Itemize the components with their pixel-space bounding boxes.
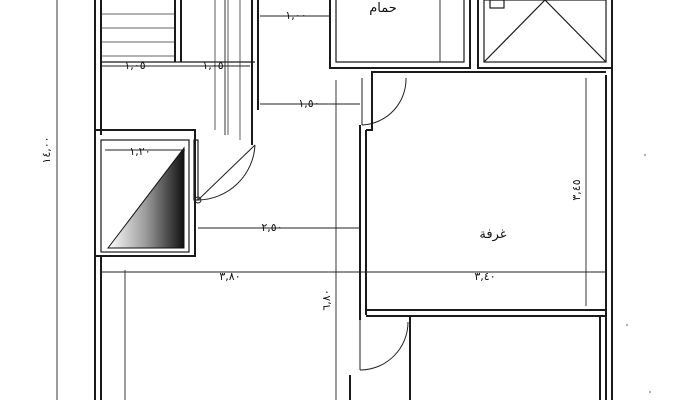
elevator-enclosure	[94, 129, 196, 257]
doors	[194, 77, 409, 371]
elevator-hatch	[106, 146, 185, 249]
dim-right-span: ٣,٤٠	[474, 270, 495, 283]
dim-center-height: ٦,٨٠	[320, 289, 333, 310]
dim-total-height: ١٤,٠٠	[40, 136, 53, 163]
dim-corridor: ١,٥٠	[298, 97, 319, 110]
bathroom	[329, 0, 471, 69]
bathroom-walls	[329, 0, 471, 69]
lower-door-swing	[359, 321, 409, 371]
bathroom-label: حمام	[369, 1, 397, 16]
shaft-walls	[477, 0, 612, 69]
interior-walls	[349, 71, 606, 400]
dim-room-height: ٣,٤٥	[570, 179, 583, 200]
elevator-shaft	[94, 129, 199, 257]
dim-lift-width: ١,٢٠	[129, 145, 150, 158]
dimension-lines	[56, 0, 606, 400]
dim-top: ١,٠٠	[285, 9, 306, 22]
dim-hall-width: ٢,٥٠	[261, 221, 282, 234]
dim-stair-right: ١,٠٥	[202, 59, 223, 72]
stair-door-swing	[197, 144, 256, 201]
room-top-wall	[366, 71, 606, 131]
room-label: غرفة	[479, 227, 506, 242]
room-door-swing	[361, 77, 407, 126]
ventilation-shaft	[477, 0, 612, 69]
stair-zone	[101, 0, 259, 145]
dim-stair-left: ١,٠٥	[124, 59, 145, 72]
dim-left-span: ٣,٨٠	[219, 270, 240, 283]
